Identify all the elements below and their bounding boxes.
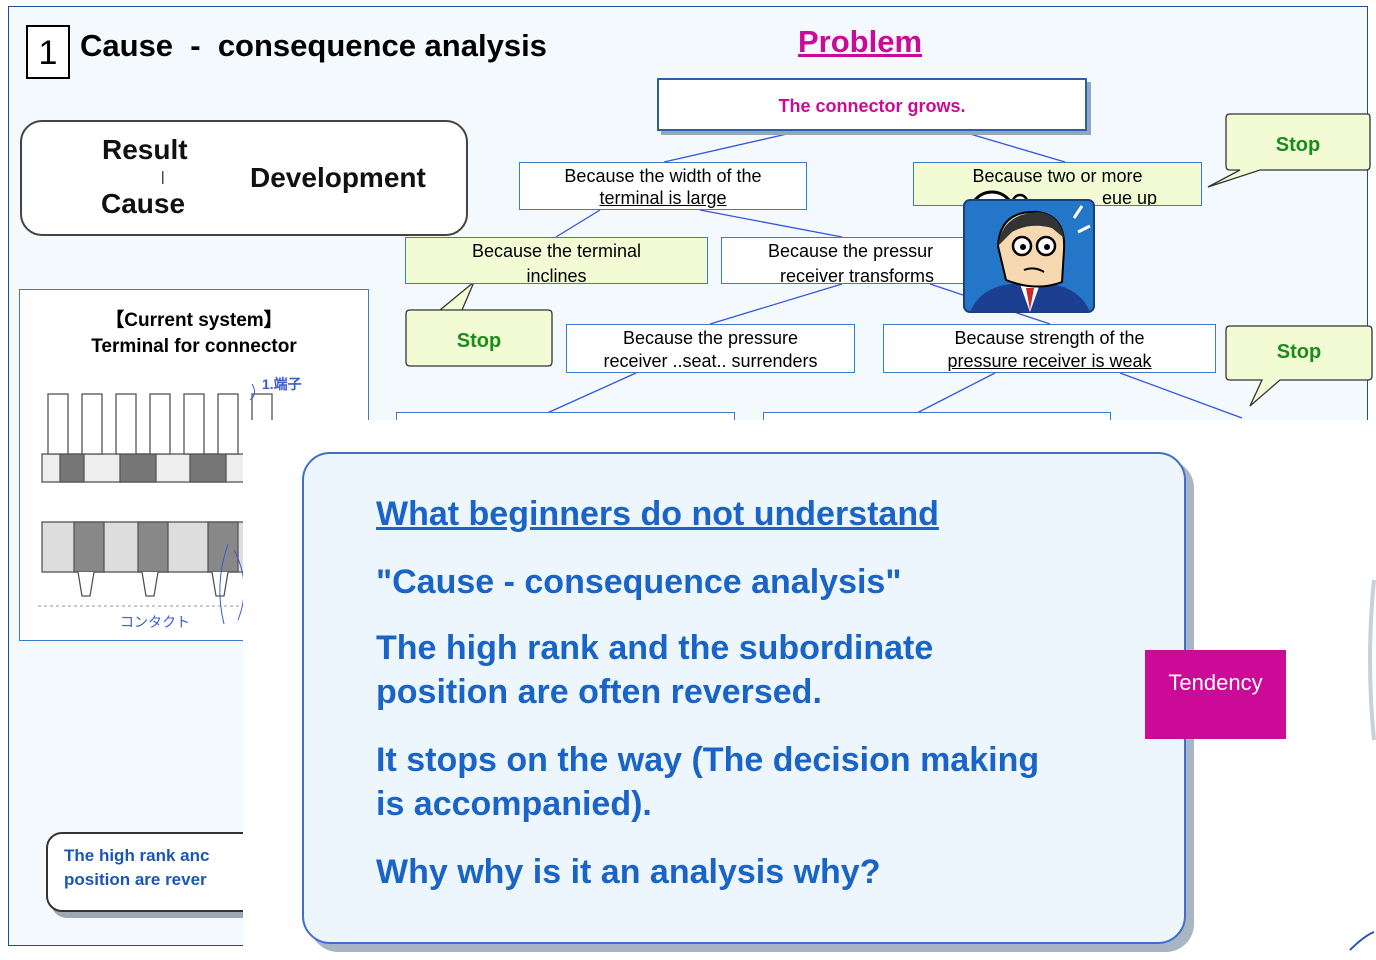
cause-node-two-or-more: Because two or more eue up bbox=[913, 162, 1202, 206]
stop-label: Stop bbox=[1275, 134, 1321, 156]
node-line: inclines bbox=[526, 266, 587, 284]
connector-line bbox=[699, 209, 843, 238]
connector-line bbox=[555, 209, 601, 238]
node-line: eue up bbox=[1101, 188, 1157, 206]
node-line: pressure receiver is weak bbox=[947, 351, 1152, 371]
connector-line bbox=[709, 283, 843, 325]
cause-label: Cause bbox=[101, 188, 186, 219]
beginners-point-2a: The high rank and the subordinate bbox=[376, 629, 934, 667]
stop-bubble bbox=[1207, 113, 1371, 188]
stop-label: Stop bbox=[456, 330, 502, 352]
connector-line bbox=[914, 372, 996, 415]
cause-node-pressure-receiver-transforms: Because the pressur receiver transforms bbox=[721, 237, 966, 284]
slide-title: Cause - consequence analysis bbox=[80, 28, 547, 63]
stop-bubble bbox=[1225, 325, 1373, 407]
overlay-edge-decoration bbox=[1349, 579, 1376, 951]
note-line: position are rever bbox=[64, 870, 207, 889]
tendency-label: Tendency bbox=[1145, 650, 1286, 739]
stop-label: Stop bbox=[1276, 341, 1322, 363]
result-cause-separator: | bbox=[161, 168, 165, 184]
beginners-heading: What beginners do not understand bbox=[376, 495, 939, 533]
result-cause-box: Result | Cause Development bbox=[20, 120, 468, 236]
current-system-subtitle: Terminal for connector bbox=[91, 336, 297, 357]
cause-node-terminal-inclines: Because the terminal inclines bbox=[405, 237, 708, 284]
connector-line bbox=[663, 130, 801, 163]
beginners-box: What beginners do not understand "Cause … bbox=[302, 452, 1186, 944]
beginners-point-3a: It stops on the way (The decision making bbox=[376, 741, 1040, 779]
slide-number: 1 bbox=[26, 25, 70, 79]
cause-node-strength-weak: Because strength of the pressure receive… bbox=[883, 324, 1216, 373]
problem-heading: Problem bbox=[798, 24, 923, 59]
beginners-point-1: "Cause - consequence analysis" bbox=[376, 563, 902, 601]
cause-node-width-large: Because the width of the terminal is lar… bbox=[519, 162, 807, 210]
connector-line bbox=[544, 372, 637, 415]
node-line: Because the terminal bbox=[471, 241, 642, 261]
node-line: Because strength of the bbox=[954, 328, 1145, 348]
node-line: Because two or more bbox=[972, 166, 1143, 186]
bottom-note: The high rank anc position are rever bbox=[46, 832, 276, 912]
result-label: Result bbox=[102, 134, 188, 165]
node-line: terminal is large bbox=[599, 188, 727, 208]
node-line: Because the pressure bbox=[622, 328, 799, 348]
cause-node-seat-surrenders: Because the pressure receiver ..seat.. s… bbox=[566, 324, 855, 373]
node-line: receiver ..seat.. surrenders bbox=[603, 351, 818, 371]
node-line: Because the pressur bbox=[768, 241, 934, 261]
stop-bubble bbox=[405, 281, 553, 367]
thinking-man-illustration: ? bbox=[963, 190, 1095, 313]
connector-line bbox=[1119, 372, 1243, 419]
note-line: The high rank anc bbox=[64, 846, 210, 865]
terminal-callout: 1.端子 bbox=[262, 376, 302, 392]
connector-line bbox=[959, 130, 1066, 163]
problem-node: The connector grows. bbox=[657, 78, 1087, 131]
node-line: Because the width of the bbox=[564, 166, 762, 186]
current-system-title: 【Current system】 bbox=[105, 310, 283, 331]
development-label: Development bbox=[250, 162, 426, 193]
beginners-point-4: Why why is it an analysis why? bbox=[376, 853, 881, 891]
node-line: receiver transforms bbox=[780, 266, 935, 284]
beginners-point-3b: is accompanied). bbox=[376, 785, 652, 823]
beginners-point-2b: position are often reversed. bbox=[376, 673, 822, 711]
contact-callout: コンタクト bbox=[120, 614, 190, 630]
